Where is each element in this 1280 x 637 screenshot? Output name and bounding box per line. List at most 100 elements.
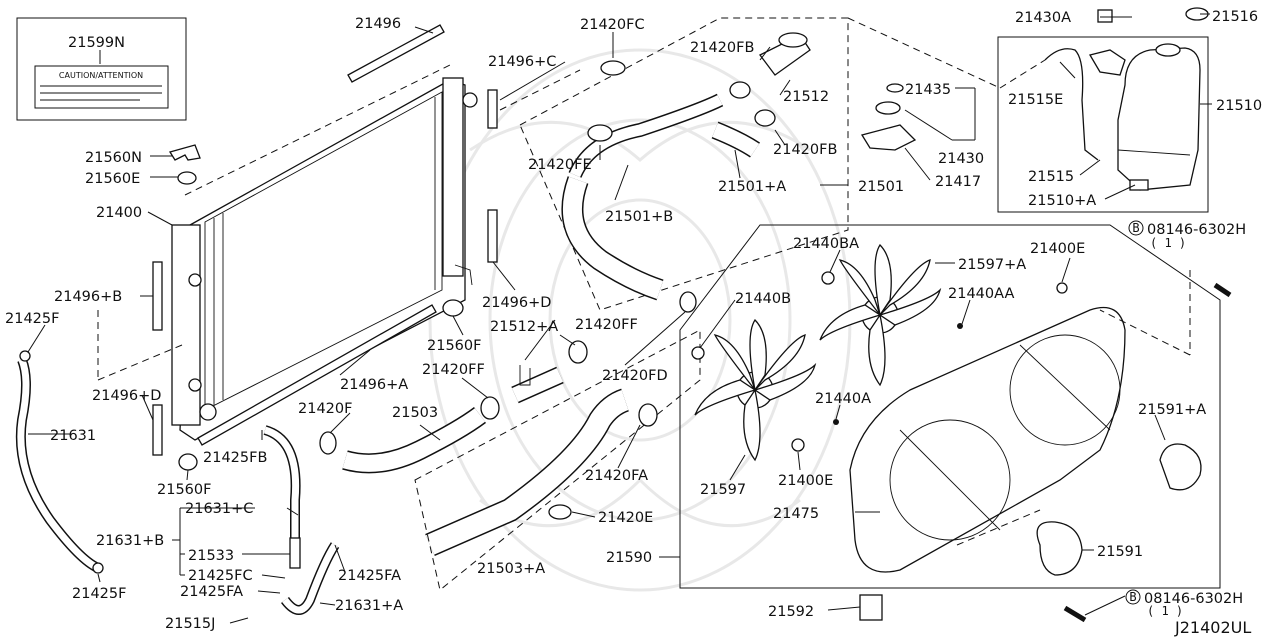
label-21560f-lower[interactable]: 21560F	[157, 482, 211, 498]
label-21435[interactable]: 21435	[905, 82, 951, 98]
label-21475[interactable]: 21475	[773, 506, 819, 522]
label-21560e[interactable]: 21560E	[85, 171, 140, 187]
clamp-21420e	[548, 504, 572, 520]
label-21420fe[interactable]: 21420FE	[528, 157, 592, 173]
label-21592[interactable]: 21592	[768, 604, 814, 620]
label-21631[interactable]: 21631	[50, 428, 96, 444]
label-21533[interactable]: 21533	[188, 548, 234, 564]
label-21420ff-top[interactable]: 21420FF	[575, 317, 638, 333]
label-21560f-upper[interactable]: 21560F	[427, 338, 481, 354]
bolt-callout-top[interactable]: B 08146-6302H ( 1 )	[1128, 220, 1246, 250]
label-21597a[interactable]: 21597+A	[958, 257, 1026, 273]
small-hoses	[15, 350, 340, 615]
fan-21597	[694, 318, 817, 462]
label-21599n[interactable]: 21599N	[68, 35, 125, 51]
callout-labels: 21599N 21496 21420FC 21496+C 21420FB 215…	[5, 9, 1262, 637]
clamp-21420fc	[600, 60, 626, 76]
label-frame	[16, 17, 187, 121]
label-21440a[interactable]: 21440A	[815, 391, 871, 407]
label-21631b[interactable]: 21631+B	[96, 533, 164, 549]
cap-21430	[875, 101, 901, 115]
seal-21496b	[152, 261, 163, 331]
mount-21560e	[177, 171, 197, 185]
label-21420f[interactable]: 21420F	[298, 401, 352, 417]
caution-sticker	[34, 65, 169, 109]
label-21440b[interactable]: 21440B	[735, 291, 791, 307]
label-21420fa[interactable]: 21420FA	[585, 468, 648, 484]
label-21400e-top[interactable]: 21400E	[1030, 241, 1085, 257]
nut-21400e-upper	[1056, 282, 1068, 294]
label-21512a[interactable]: 21512+A	[490, 319, 558, 335]
label-21510a[interactable]: 21510+A	[1028, 193, 1096, 209]
label-21496a[interactable]: 21496+A	[340, 377, 408, 393]
reservoir-frame	[997, 36, 1209, 213]
bracket-21592	[859, 594, 883, 621]
label-21425fa-left[interactable]: 21425FA	[180, 584, 243, 600]
clamp-21420fd	[679, 291, 697, 313]
label-21515j[interactable]: 21515J	[165, 616, 215, 632]
label-21425f-bottom[interactable]: 21425F	[72, 586, 126, 602]
label-21420ff-bottom[interactable]: 21420FF	[422, 362, 485, 378]
bolt-symbol-top: B	[1132, 221, 1139, 235]
label-21560n[interactable]: 21560N	[85, 150, 142, 166]
caution-text: CAUTION/ATTENTION	[59, 71, 143, 80]
label-08146-top: 08146-6302H	[1147, 222, 1246, 238]
label-21430[interactable]: 21430	[938, 151, 984, 167]
seal-strips	[152, 24, 498, 456]
label-21501a[interactable]: 21501+A	[718, 179, 786, 195]
label-21420e[interactable]: 21420E	[598, 510, 653, 526]
label-21591[interactable]: 21591	[1097, 544, 1143, 560]
label-21510[interactable]: 21510	[1216, 98, 1262, 114]
label-21417[interactable]: 21417	[935, 174, 981, 190]
label-21420fd[interactable]: 21420FD	[602, 368, 668, 384]
radiator-side-tank	[171, 224, 201, 426]
bolt-symbol-bottom: B	[1129, 590, 1136, 604]
fan-motor-21591	[1036, 521, 1083, 576]
nut-21400e-lower	[791, 438, 805, 452]
label-21496[interactable]: 21496	[355, 16, 401, 32]
label-21515[interactable]: 21515	[1028, 169, 1074, 185]
bracket-21417	[860, 124, 917, 151]
clamp-21420f	[319, 431, 337, 455]
label-21503a[interactable]: 21503+A	[477, 561, 545, 577]
cap-21430a	[1097, 9, 1113, 23]
label-21631a[interactable]: 21631+A	[335, 598, 403, 614]
label-21430a[interactable]: 21430A	[1015, 10, 1071, 26]
clamp-21420ff-b	[568, 340, 588, 364]
label-21515e[interactable]: 21515E	[1008, 92, 1063, 108]
label-21501b[interactable]: 21501+B	[605, 209, 673, 225]
nut-21440ba	[821, 271, 835, 285]
label-21501[interactable]: 21501	[858, 179, 904, 195]
label-21512[interactable]: 21512	[783, 89, 829, 105]
label-21496d-upper[interactable]: 21496+D	[482, 295, 551, 311]
label-21425fc[interactable]: 21425FC	[188, 568, 253, 584]
label-21631c[interactable]: 21631+C	[185, 501, 253, 517]
label-21496b[interactable]: 21496+B	[54, 289, 122, 305]
seal-21496d-lower	[152, 404, 163, 456]
label-21440aa[interactable]: 21440AA	[948, 286, 1014, 302]
label-21400[interactable]: 21400	[96, 205, 142, 221]
label-21516[interactable]: 21516	[1212, 9, 1258, 25]
leader-lines	[27, 13, 1212, 624]
label-21425fb[interactable]: 21425FB	[203, 450, 267, 466]
diagram-id: J21402UL	[1174, 618, 1251, 637]
label-21496c[interactable]: 21496+C	[488, 54, 556, 70]
label-21597[interactable]: 21597	[700, 482, 746, 498]
fan-blades	[691, 243, 1068, 462]
label-21590[interactable]: 21590	[606, 550, 652, 566]
seal-21496a	[197, 304, 437, 446]
label-21591a[interactable]: 21591+A	[1138, 402, 1206, 418]
label-21420fb-bottom[interactable]: 21420FB	[773, 142, 837, 158]
label-21420fc[interactable]: 21420FC	[580, 17, 645, 33]
bolt-callout-bottom[interactable]: B 08146-6302H ( 1 )	[1125, 589, 1243, 618]
label-21503[interactable]: 21503	[392, 405, 438, 421]
label-21420fb-top[interactable]: 21420FB	[690, 40, 754, 56]
label-21425fa-right[interactable]: 21425FA	[338, 568, 401, 584]
label-21425f-top[interactable]: 21425F	[5, 311, 59, 327]
label-21496d-lower[interactable]: 21496+D	[92, 388, 161, 404]
fan-motor-21591a	[1159, 443, 1202, 491]
label-21400e-bottom[interactable]: 21400E	[778, 473, 833, 489]
label-21440ba[interactable]: 21440BA	[793, 236, 859, 252]
upper-hose-assembly	[519, 17, 849, 313]
caution-label-part: CAUTION/ATTENTION	[16, 17, 187, 121]
